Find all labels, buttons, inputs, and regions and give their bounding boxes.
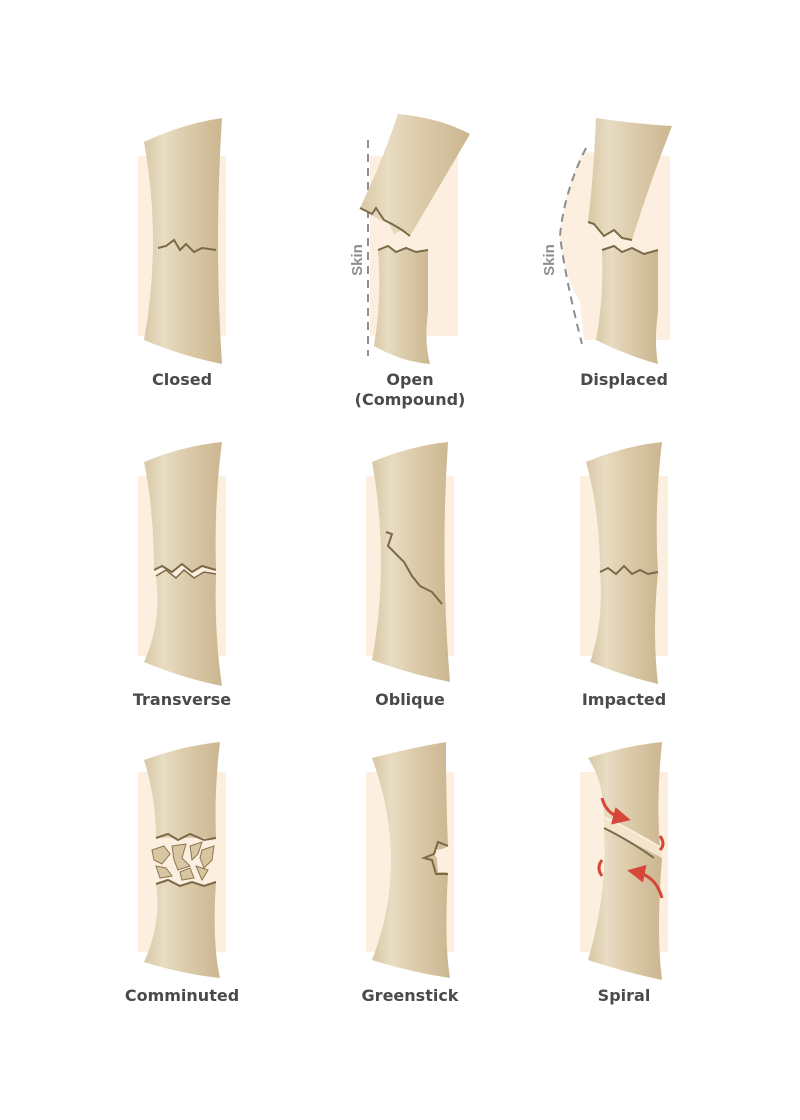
rotation-arrow-icon	[600, 797, 631, 825]
open-bone-illustration: Skin	[349, 114, 470, 364]
impacted-bone-illustration	[580, 442, 668, 684]
fracture-label: Transverse	[132, 690, 232, 709]
skin-label: Skin	[349, 244, 366, 276]
oblique-bone-illustration	[366, 442, 454, 682]
fracture-label: Comminuted	[124, 986, 240, 1005]
fracture-label: Impacted	[581, 690, 667, 709]
fracture-oblique: Oblique	[310, 442, 510, 742]
rotation-arrow-icon	[597, 859, 604, 877]
comminuted-bone-illustration	[138, 742, 226, 978]
fracture-label: Open	[386, 370, 434, 389]
fracture-label: Spiral	[597, 986, 651, 1005]
fracture-open: Skin Open (Compound)	[310, 112, 510, 412]
fracture-displaced: Skin Displaced	[524, 112, 724, 412]
fracture-transverse: Transverse	[82, 442, 282, 742]
bone-fragments	[151, 841, 215, 882]
fracture-label: Greenstick	[361, 986, 459, 1005]
fracture-spiral: Spiral	[524, 742, 724, 1042]
skin-label: Skin	[541, 244, 558, 276]
spiral-bone-illustration	[580, 742, 668, 980]
fracture-label: Displaced	[580, 370, 668, 389]
fracture-closed: Closed	[82, 112, 282, 412]
rotation-arrow-icon	[658, 835, 665, 852]
fracture-label: Oblique	[375, 690, 445, 709]
fracture-comminuted: Comminuted	[82, 742, 282, 1042]
closed-bone-illustration	[138, 118, 226, 364]
skin-line	[558, 147, 587, 345]
displaced-bone-illustration: Skin	[541, 118, 672, 364]
greenstick-bone-illustration	[366, 742, 454, 978]
transverse-bone-illustration	[138, 442, 226, 686]
fracture-label-line2: (Compound)	[354, 390, 466, 409]
rotation-arrow-icon	[627, 864, 664, 899]
fracture-label: Closed	[151, 370, 213, 389]
fracture-greenstick: Greenstick	[310, 742, 510, 1042]
fracture-impacted: Impacted	[524, 442, 724, 742]
